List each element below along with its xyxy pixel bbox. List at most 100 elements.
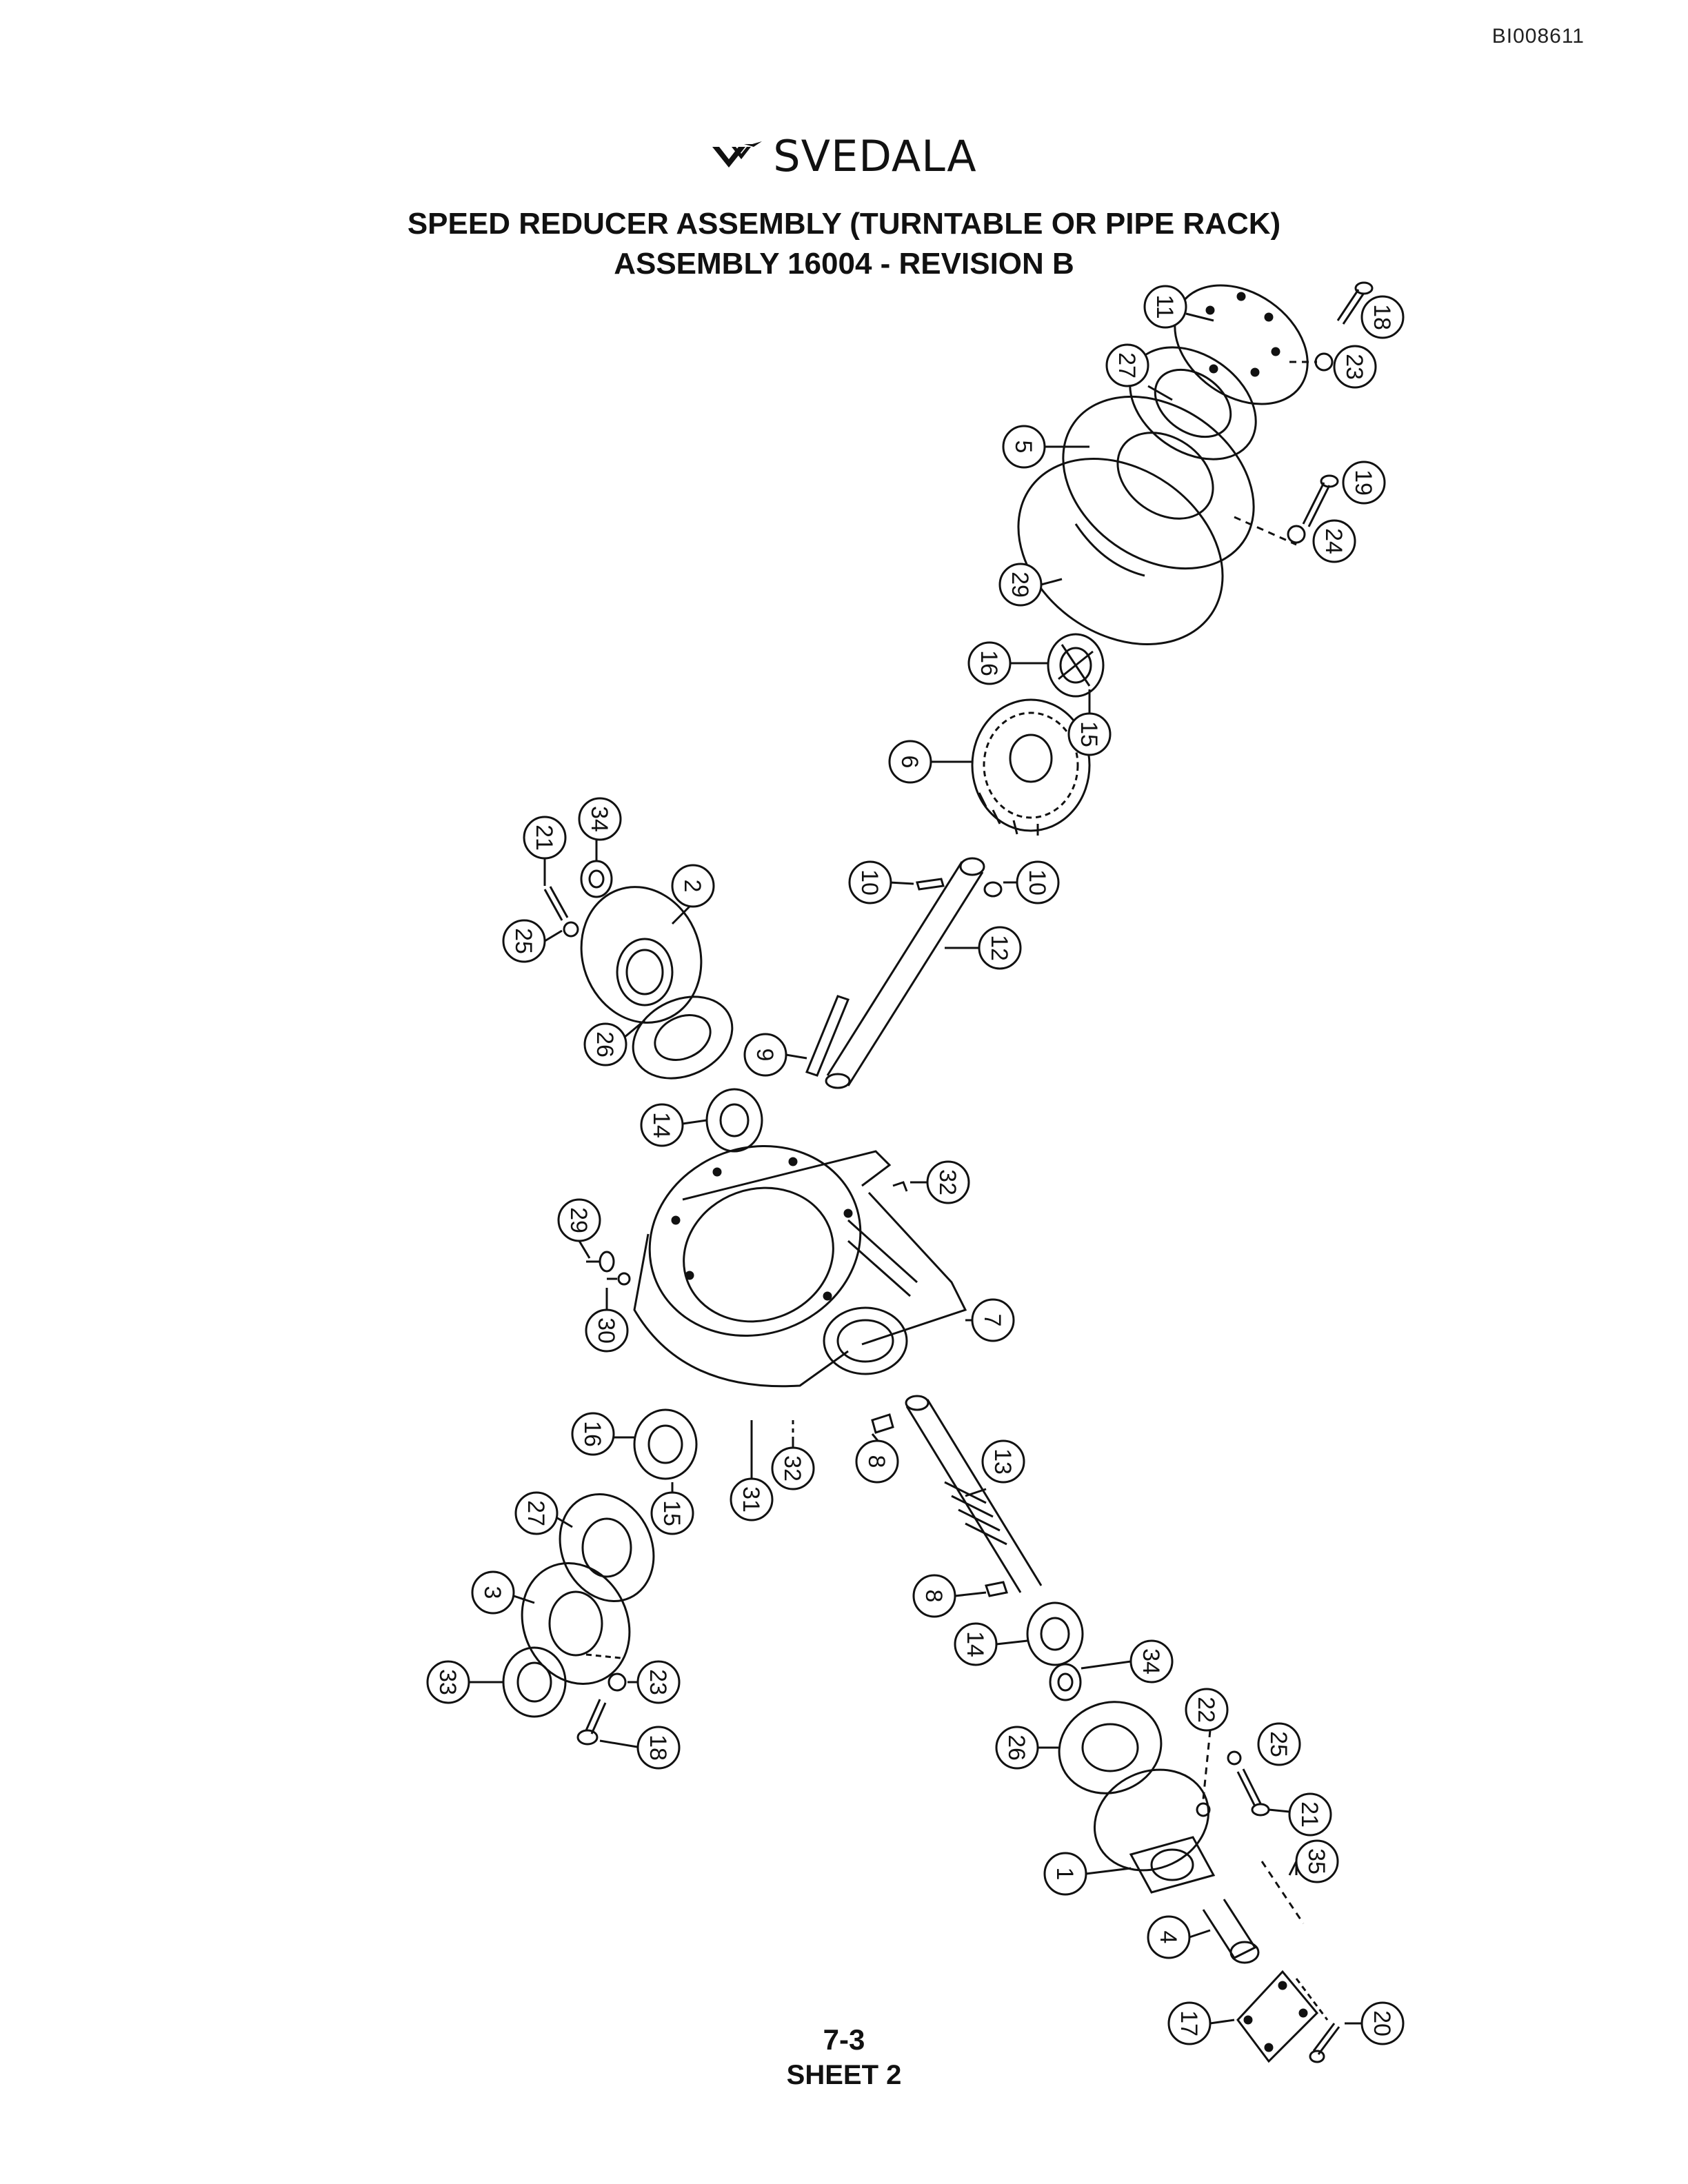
bearing-housing-flange (1062, 395, 1255, 577)
cap-screw (1302, 474, 1339, 527)
worm-shaft (905, 1395, 1043, 1593)
svg-text:21: 21 (531, 825, 557, 851)
callout-balloon: 22 (1185, 1688, 1229, 1732)
worm-shaft-key (985, 1581, 1008, 1597)
svg-text:2: 2 (679, 880, 705, 893)
relief-fitting (607, 1272, 631, 1286)
cap-screw (1309, 2023, 1340, 2063)
worm-gear (971, 698, 1091, 836)
svg-text:21: 21 (1296, 1801, 1323, 1828)
svg-text:29: 29 (1007, 572, 1033, 598)
svg-text:20: 20 (1369, 2010, 1395, 2036)
svg-text:25: 25 (510, 928, 536, 954)
bearing-cap (580, 886, 703, 1024)
svedala-logo-mark-icon (712, 141, 763, 168)
brand-name: SVEDALA (773, 131, 977, 181)
callout-balloon: 31 (730, 1441, 774, 1521)
callout-balloon: 4 (1147, 1915, 1211, 1959)
callout-balloon: 19 (1342, 461, 1386, 505)
end-cover-plate (1236, 1970, 1319, 2063)
svg-text:23: 23 (645, 1669, 671, 1695)
callout-balloon: 30 (585, 1288, 629, 1353)
document-id: BI008611 (1491, 25, 1585, 48)
callout-balloon: 27 (514, 1491, 573, 1535)
svg-text:17: 17 (1176, 2010, 1202, 2036)
callout-balloon: 21 (1268, 1792, 1332, 1837)
callout-balloon: 15 (650, 1482, 694, 1535)
lock-washer (1227, 1750, 1242, 1766)
brand-logo: SVEDALA (0, 131, 1688, 181)
callout-balloon: 32 (771, 1441, 815, 1490)
callout-balloon: 35 (1295, 1839, 1339, 1883)
long-shaft-key (805, 995, 850, 1077)
callout-balloon: 25 (502, 919, 563, 963)
svg-text:33: 33 (434, 1669, 461, 1695)
callout-balloon: 29 (557, 1198, 601, 1259)
svg-text:32: 32 (934, 1169, 961, 1195)
lock-washer (607, 1672, 627, 1692)
svg-text:8: 8 (863, 1455, 890, 1468)
callout-balloon: 17 (1167, 2001, 1235, 2045)
sheet-label: SHEET 2 (786, 2060, 902, 2090)
callout-balloon: 14 (640, 1103, 707, 1147)
ball-bearing (1026, 1601, 1084, 1666)
svg-text:29: 29 (565, 1207, 592, 1233)
svg-text:18: 18 (645, 1735, 671, 1761)
callout-balloon: 11 (1143, 285, 1214, 329)
callout-balloon: 16 (571, 1412, 634, 1456)
diagram-subtitle: ASSEMBLY 16004 - REVISION B (614, 247, 1074, 281)
hex-nut (1196, 1802, 1211, 1817)
svg-text:35: 35 (1303, 1848, 1329, 1874)
cap-gasket (632, 995, 734, 1080)
callout-balloon: 2 (671, 864, 715, 925)
svg-text:12: 12 (986, 935, 1012, 961)
cap-screw (576, 1699, 607, 1746)
diagram-title: SPEED REDUCER ASSEMBLY (TURNTABLE OR PIP… (407, 207, 1281, 241)
callout-balloon: 18 (599, 1726, 681, 1770)
callout-balloon: 7 (965, 1298, 1015, 1342)
svg-text:8: 8 (921, 1590, 947, 1603)
svg-text:27: 27 (1114, 352, 1140, 378)
shaft-key (983, 881, 1003, 898)
callout-balloon: 1 (1043, 1852, 1132, 1896)
shaft-spacer (1202, 1899, 1260, 1964)
svg-text:18: 18 (1369, 304, 1395, 330)
svg-text:7: 7 (979, 1314, 1005, 1327)
callout-balloon: 26 (995, 1726, 1058, 1770)
svg-text:19: 19 (1350, 469, 1376, 496)
cap-gasket (1058, 1701, 1163, 1794)
svg-text:1: 1 (1052, 1868, 1078, 1881)
cap-screw (1336, 281, 1374, 325)
svg-text:30: 30 (593, 1317, 619, 1344)
callout-balloon: 25 (1257, 1722, 1301, 1766)
callout-balloon: 34 (578, 797, 622, 862)
svg-text:9: 9 (752, 1049, 778, 1062)
tapered-roller-bearing (1047, 633, 1105, 698)
svg-text:4: 4 (1155, 1931, 1181, 1944)
svg-text:5: 5 (1010, 441, 1036, 454)
svg-text:34: 34 (1138, 1648, 1164, 1675)
callout-balloon: 23 (1333, 345, 1377, 389)
callout-balloon: 10 (848, 860, 914, 904)
callout-balloon: 8 (912, 1574, 987, 1618)
svg-text:22: 22 (1193, 1697, 1219, 1723)
callout-balloon: 32 (910, 1160, 970, 1204)
svg-text:11: 11 (1152, 294, 1178, 318)
cap-screw (543, 886, 569, 921)
svg-text:14: 14 (648, 1112, 674, 1138)
svg-text:16: 16 (579, 1421, 605, 1447)
callout-balloon: 24 (1312, 519, 1356, 563)
svg-text:31: 31 (738, 1486, 764, 1513)
callout-balloon: 23 (627, 1660, 681, 1704)
output-shaft (825, 857, 985, 1089)
callout-balloon: 3 (471, 1570, 535, 1615)
grease-fitting (586, 1251, 615, 1273)
housing-gasket (1017, 458, 1224, 645)
callout-balloon: 15 (1067, 689, 1112, 756)
callout-balloon: 29 (998, 563, 1063, 607)
lock-washer (1287, 525, 1306, 544)
callout-balloon: 8 (855, 1433, 899, 1484)
svg-text:24: 24 (1320, 528, 1347, 554)
callout-balloon: 33 (426, 1660, 503, 1704)
